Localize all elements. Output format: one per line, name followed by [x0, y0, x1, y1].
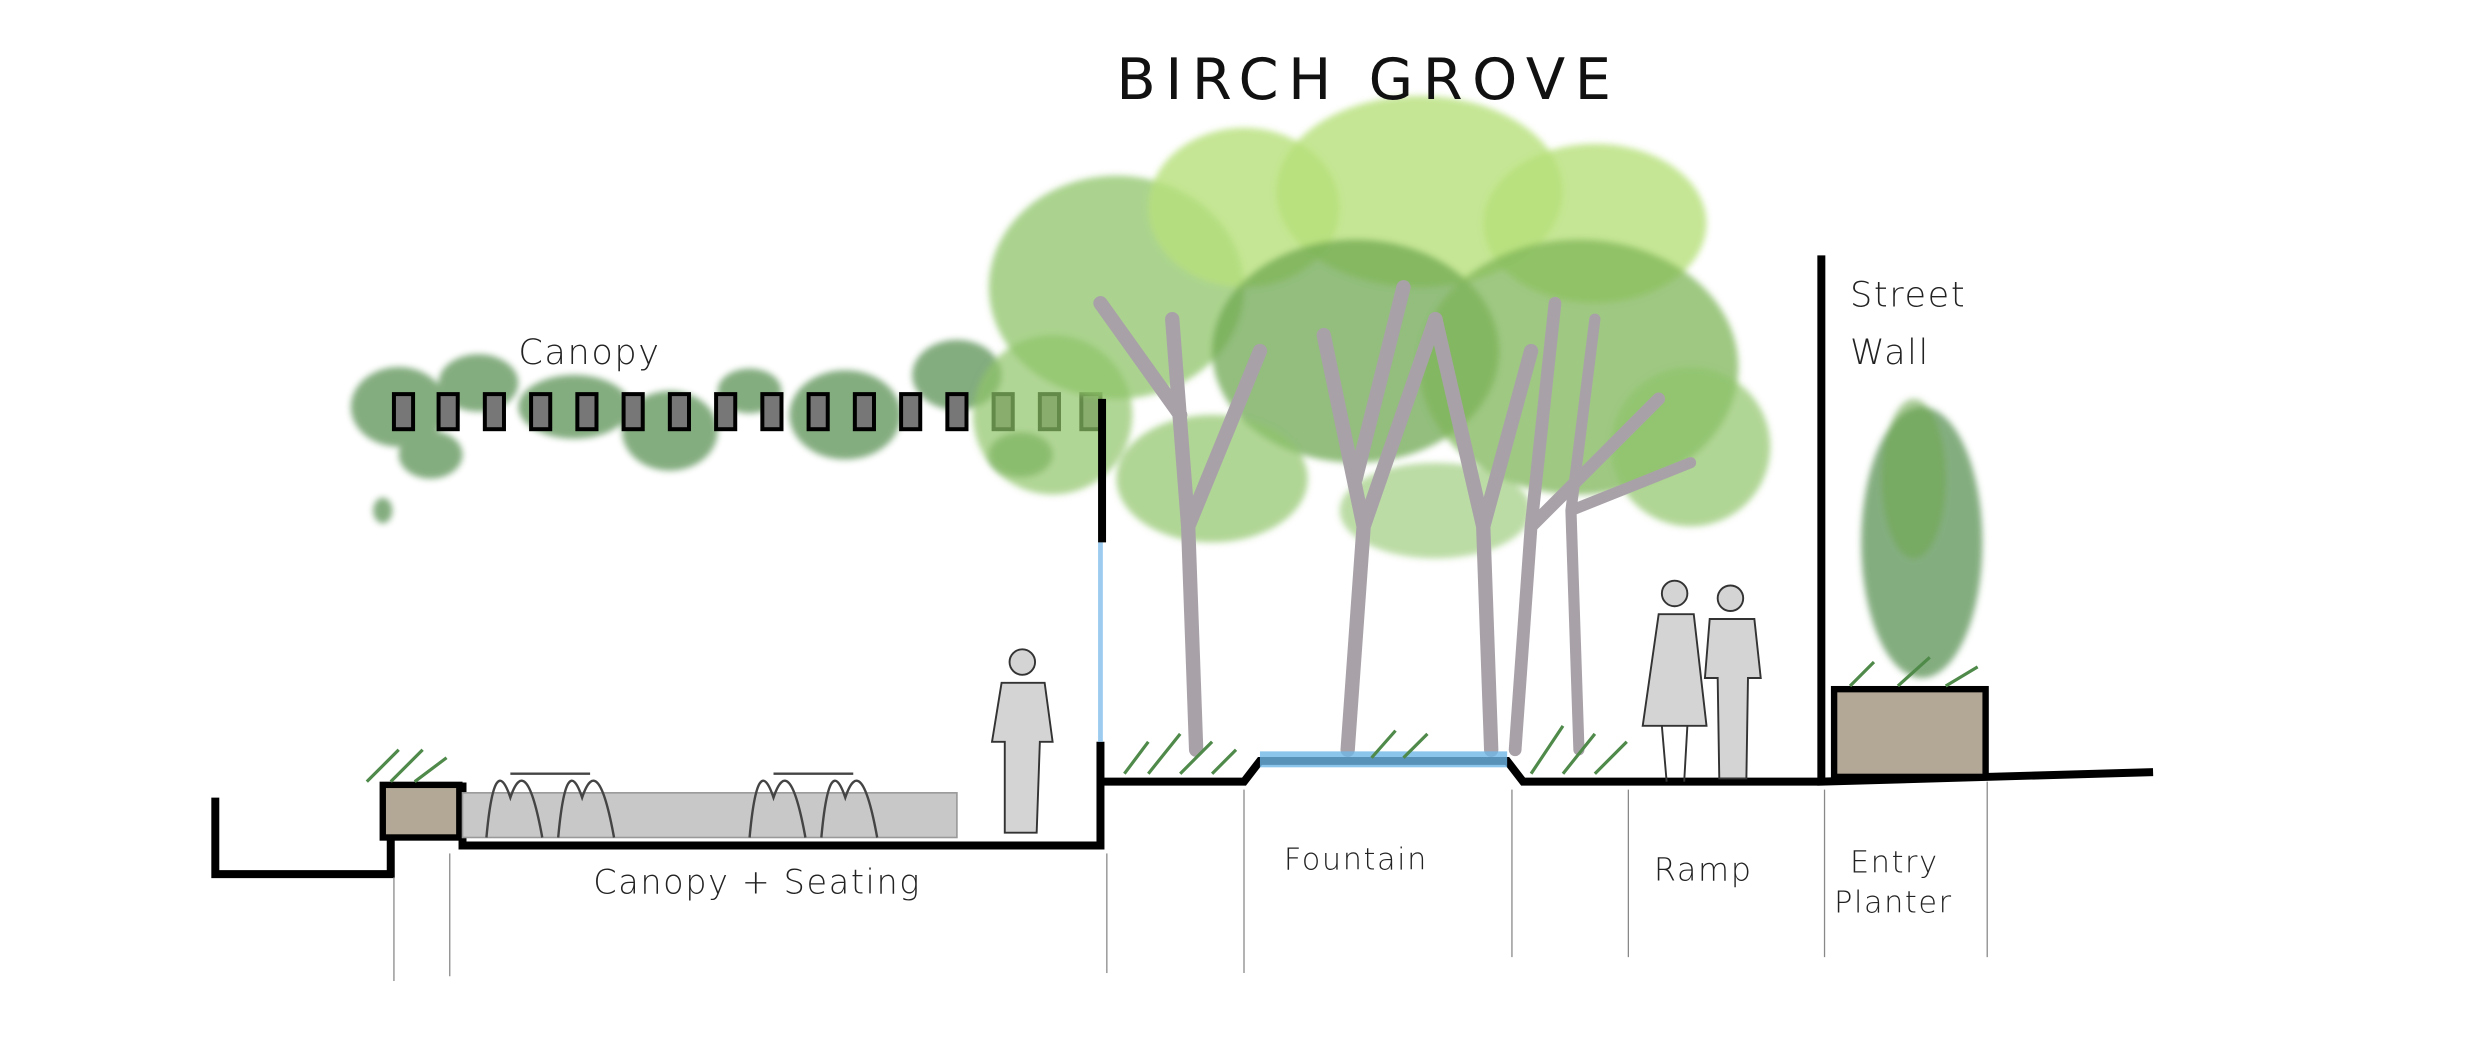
label-entry-planter-2: Planter — [1834, 885, 1953, 920]
cafe-chairs — [485, 772, 879, 838]
fountain-water — [1259, 751, 1508, 768]
birch-trunks — [1093, 280, 1697, 757]
entry-planter-shrub — [1861, 398, 1983, 678]
label-canopy-seating: Canopy + Seating — [593, 862, 921, 901]
label-fountain: Fountain — [1284, 842, 1428, 877]
people-walking — [1641, 579, 1762, 782]
label-canopy: Canopy — [518, 332, 660, 373]
label-entry-planter-1: Entry — [1850, 846, 1939, 881]
shrubs — [365, 656, 1979, 783]
bench — [461, 792, 958, 839]
seating-planter — [379, 781, 463, 841]
person-standing — [990, 648, 1054, 834]
section-divider-lines — [393, 781, 1988, 982]
label-street-wall-1: Street — [1850, 274, 1966, 315]
canopy-foliage — [350, 339, 1053, 524]
drawing-title: BIRCH GROVE — [1116, 46, 1620, 113]
label-street-wall-2: Wall — [1850, 332, 1930, 373]
canopy-slats — [391, 392, 1103, 432]
entry-planter-box — [1830, 685, 1989, 781]
label-ramp: Ramp — [1654, 851, 1753, 889]
